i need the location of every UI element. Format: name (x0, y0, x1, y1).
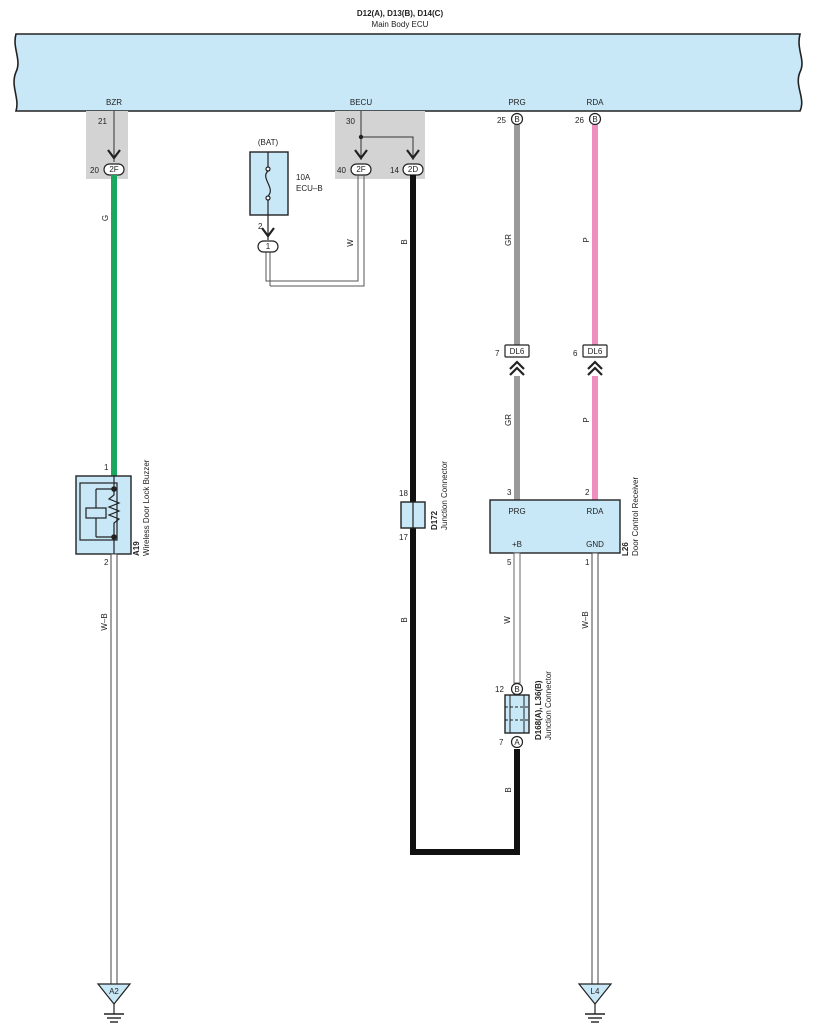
d172-code-label: D172 (430, 510, 439, 530)
ground-l4-icon (577, 983, 613, 1023)
connector-dl6-prg (504, 344, 530, 358)
pin-1-l26-label: 1 (585, 558, 590, 567)
d168-junction-box (504, 694, 530, 734)
ground-a2-label: A2 (109, 987, 119, 996)
connector-1-label: 1 (266, 242, 271, 251)
fuse-chevron-icon (261, 227, 275, 238)
pin-7-dl6-label: 7 (495, 349, 500, 358)
connector-b-25-label: B (514, 115, 519, 124)
d168-internal-icon (505, 695, 529, 733)
fuse-icon (265, 152, 271, 215)
d168-code-label: D168(A), L36(B) (534, 680, 543, 740)
pin-12-label: 12 (495, 685, 504, 694)
l26-name-label: Door Control Receiver (631, 477, 640, 556)
pin-fuse-2-label: 2 (258, 222, 263, 231)
fuse-ecu-b-box (249, 151, 289, 216)
fuse-source-label: (BAT) (258, 138, 279, 147)
d168-name-label: Junction Connector (544, 671, 553, 740)
connector-1 (257, 240, 279, 253)
pin-7-d168-label: 7 (499, 738, 504, 747)
ecu-terminal-rda: RDA (587, 98, 605, 107)
pin-2-a19-label: 2 (104, 558, 109, 567)
pin-25-label: 25 (497, 116, 506, 125)
connector-dl6-rda (582, 344, 608, 358)
ecu-connectors-label: D12(A), D13(B), D14(C) (357, 9, 444, 18)
connector-2f-becu-label: 2F (356, 165, 365, 174)
ecu-name-label: Main Body ECU (372, 20, 429, 29)
connector-b-26 (588, 112, 602, 126)
connector-b-12-label: B (514, 685, 519, 694)
wire-wb-l4 (591, 552, 599, 985)
l26-prg-label: PRG (508, 507, 525, 516)
wire-wb-a2 (110, 553, 118, 985)
a19-name-label: Wireless Door Lock Buzzer (142, 459, 151, 556)
wire-w-label: W (346, 239, 355, 247)
pin-40-label: 40 (337, 166, 346, 175)
connector-a-7-label: A (514, 738, 520, 747)
pin-18-label: 18 (399, 489, 408, 498)
connector-b-26-label: B (592, 115, 597, 124)
l26-gnd-label: GND (586, 540, 604, 549)
wire-g-label: G (101, 215, 110, 221)
pin-14-label: 14 (390, 166, 399, 175)
connector-dl6-rda-label: DL6 (588, 347, 603, 356)
l26-rda-label: RDA (587, 507, 605, 516)
pin-26-label: 26 (575, 116, 584, 125)
ecu-terminal-prg: PRG (508, 98, 525, 107)
pin-17-label: 17 (399, 533, 408, 542)
pin-20-label: 20 (90, 166, 99, 175)
wire-p2-label: P (582, 417, 591, 422)
ground-a2-icon (96, 983, 132, 1023)
wire-gr2-label: GR (504, 414, 513, 426)
bzr-chevron-icon (107, 149, 121, 160)
pin-21-label: 21 (98, 117, 107, 126)
fuse-name-label: ECU–B (296, 184, 323, 193)
l26-plus-b-label: +B (512, 540, 522, 549)
ground-l4-label: L4 (591, 987, 600, 996)
wire-b3-label: B (504, 787, 513, 792)
wire-b2-label: B (400, 617, 409, 622)
wire-w2-label: W (503, 616, 512, 624)
wire-wb1-label: W–B (100, 613, 109, 630)
ecu-terminal-bzr: BZR (106, 98, 122, 107)
becu-chevron-2-icon (406, 149, 420, 160)
pin-5-label: 5 (507, 558, 512, 567)
l26-receiver-box (489, 499, 621, 554)
l26-code-label: L26 (621, 542, 630, 556)
buzzer-symbol-icon (79, 476, 121, 554)
wire-w-plus-b (513, 552, 521, 684)
becu-junction-dot (358, 134, 364, 140)
dl6-rda-chevrons-icon (587, 360, 603, 376)
becu-chevron-1-icon (354, 149, 368, 160)
dl6-prg-chevrons-icon (509, 360, 525, 376)
wire-wb2-label: W–B (581, 611, 590, 628)
connector-b-25 (510, 112, 524, 126)
pin-6-dl6-label: 6 (573, 349, 578, 358)
connector-dl6-prg-label: DL6 (510, 347, 525, 356)
connector-2f-bzr-label: 2F (109, 165, 118, 174)
connector-a-7 (510, 735, 524, 749)
pin-1-label: 1 (104, 463, 109, 472)
wire-b1-label: B (400, 239, 409, 244)
connector-2f-becu (350, 163, 372, 176)
ecu-terminal-becu: BECU (350, 98, 372, 107)
a19-code-label: A19 (132, 541, 141, 556)
wire-gr1-label: GR (504, 234, 513, 246)
fuse-rating-label: 10A (296, 173, 311, 182)
pin-30-label: 30 (346, 117, 355, 126)
connector-2d-label: 2D (408, 165, 418, 174)
pin-2-l26-label: 2 (585, 488, 590, 497)
pin-3-label: 3 (507, 488, 512, 497)
d172-name-label: Junction Connector (440, 461, 449, 530)
main-body-ecu (13, 33, 803, 112)
wire-p1-label: P (582, 237, 591, 242)
wire-b-main (410, 175, 520, 855)
